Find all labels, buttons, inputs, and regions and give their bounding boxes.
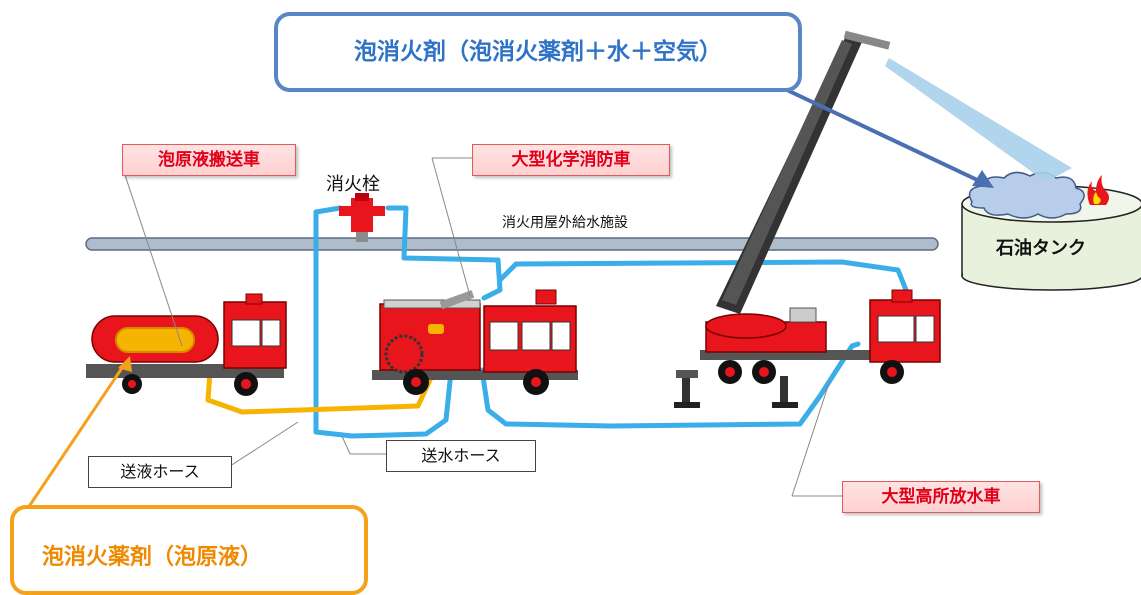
foam-agent-title: 泡消火剤（泡消火薬剤＋水＋空気） (274, 12, 802, 92)
leader-lines (121, 157, 842, 497)
water-supply-pipe (85, 237, 939, 251)
foam-concentrate-label: 泡消火薬剤（泡原液） (10, 505, 368, 595)
chem-truck-callout: 大型化学消防車 (472, 144, 670, 176)
blue-arrow (769, 80, 994, 188)
foam-spray (885, 58, 1072, 182)
foam-cloud (968, 171, 1085, 219)
foam-tanker-truck (86, 293, 287, 396)
flame-icon (1087, 175, 1109, 205)
aerial-truck-callout: 大型高所放水車 (842, 481, 1040, 513)
hydrant-label: 消火栓 (326, 174, 380, 195)
oil-tank-label: 石油タンク (996, 238, 1086, 259)
orange-arrow (26, 356, 132, 509)
water-supply-label: 消火用屋外給水施設 (502, 215, 628, 231)
chemical-fire-truck (372, 289, 578, 395)
liquid-hose-callout: 送液ホース (88, 456, 232, 488)
water-hose-callout: 送水ホース (386, 440, 536, 472)
foam-firefighting-diagram (26, 30, 1141, 509)
fire-hydrant-icon (339, 193, 385, 242)
tanker-callout: 泡原液搬送車 (122, 144, 296, 176)
